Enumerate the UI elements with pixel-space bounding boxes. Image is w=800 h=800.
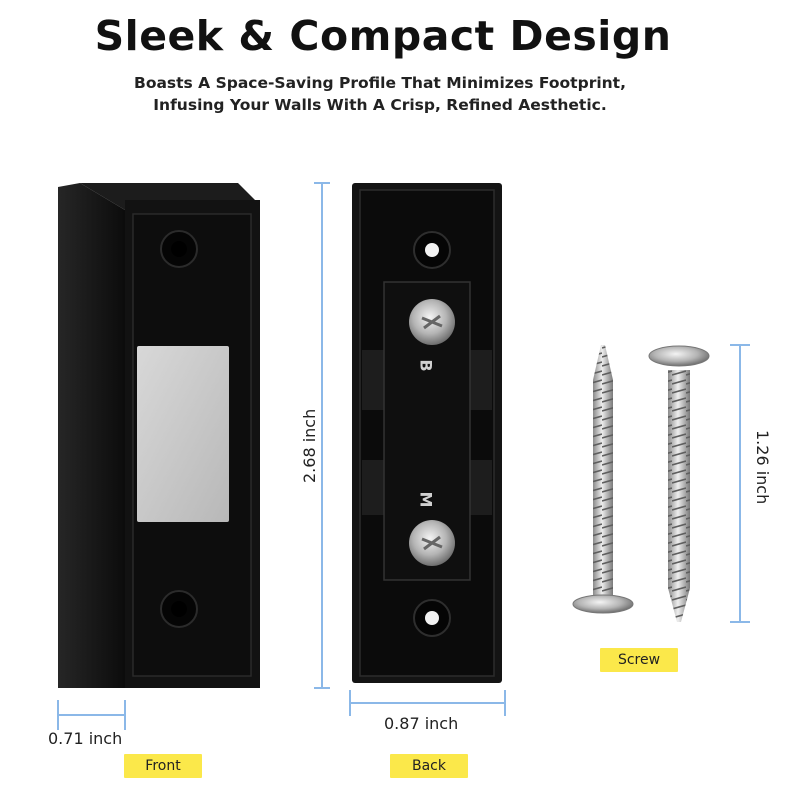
- page-title: Sleek & Compact Design: [94, 12, 672, 60]
- page-subtitle: Boasts A Space-Saving Profile That Minim…: [0, 72, 760, 116]
- terminal-b-label: B: [416, 359, 436, 372]
- back-width-label: 0.87 inch: [384, 714, 459, 733]
- terminal-m-label: M: [416, 491, 436, 508]
- screw-left: [572, 345, 634, 614]
- screw-length-label: 1.26 inch: [753, 430, 772, 505]
- back-housing: [352, 183, 502, 683]
- screw-tag: Screw: [600, 648, 678, 672]
- doorbell-button: [137, 346, 229, 522]
- subtitle-line-1: Boasts A Space-Saving Profile That Minim…: [134, 74, 626, 92]
- back-tag: Back: [390, 754, 468, 778]
- subtitle-line-2: Infusing Your Walls With A Crisp, Refine…: [153, 96, 607, 114]
- front-tag: Front: [124, 754, 202, 778]
- back-height-label: 2.68 inch: [300, 408, 319, 483]
- front-width-label: 0.71 inch: [48, 729, 123, 748]
- dimension-lines: [57, 182, 750, 730]
- front-housing: [58, 183, 260, 688]
- screw-right: [648, 345, 710, 622]
